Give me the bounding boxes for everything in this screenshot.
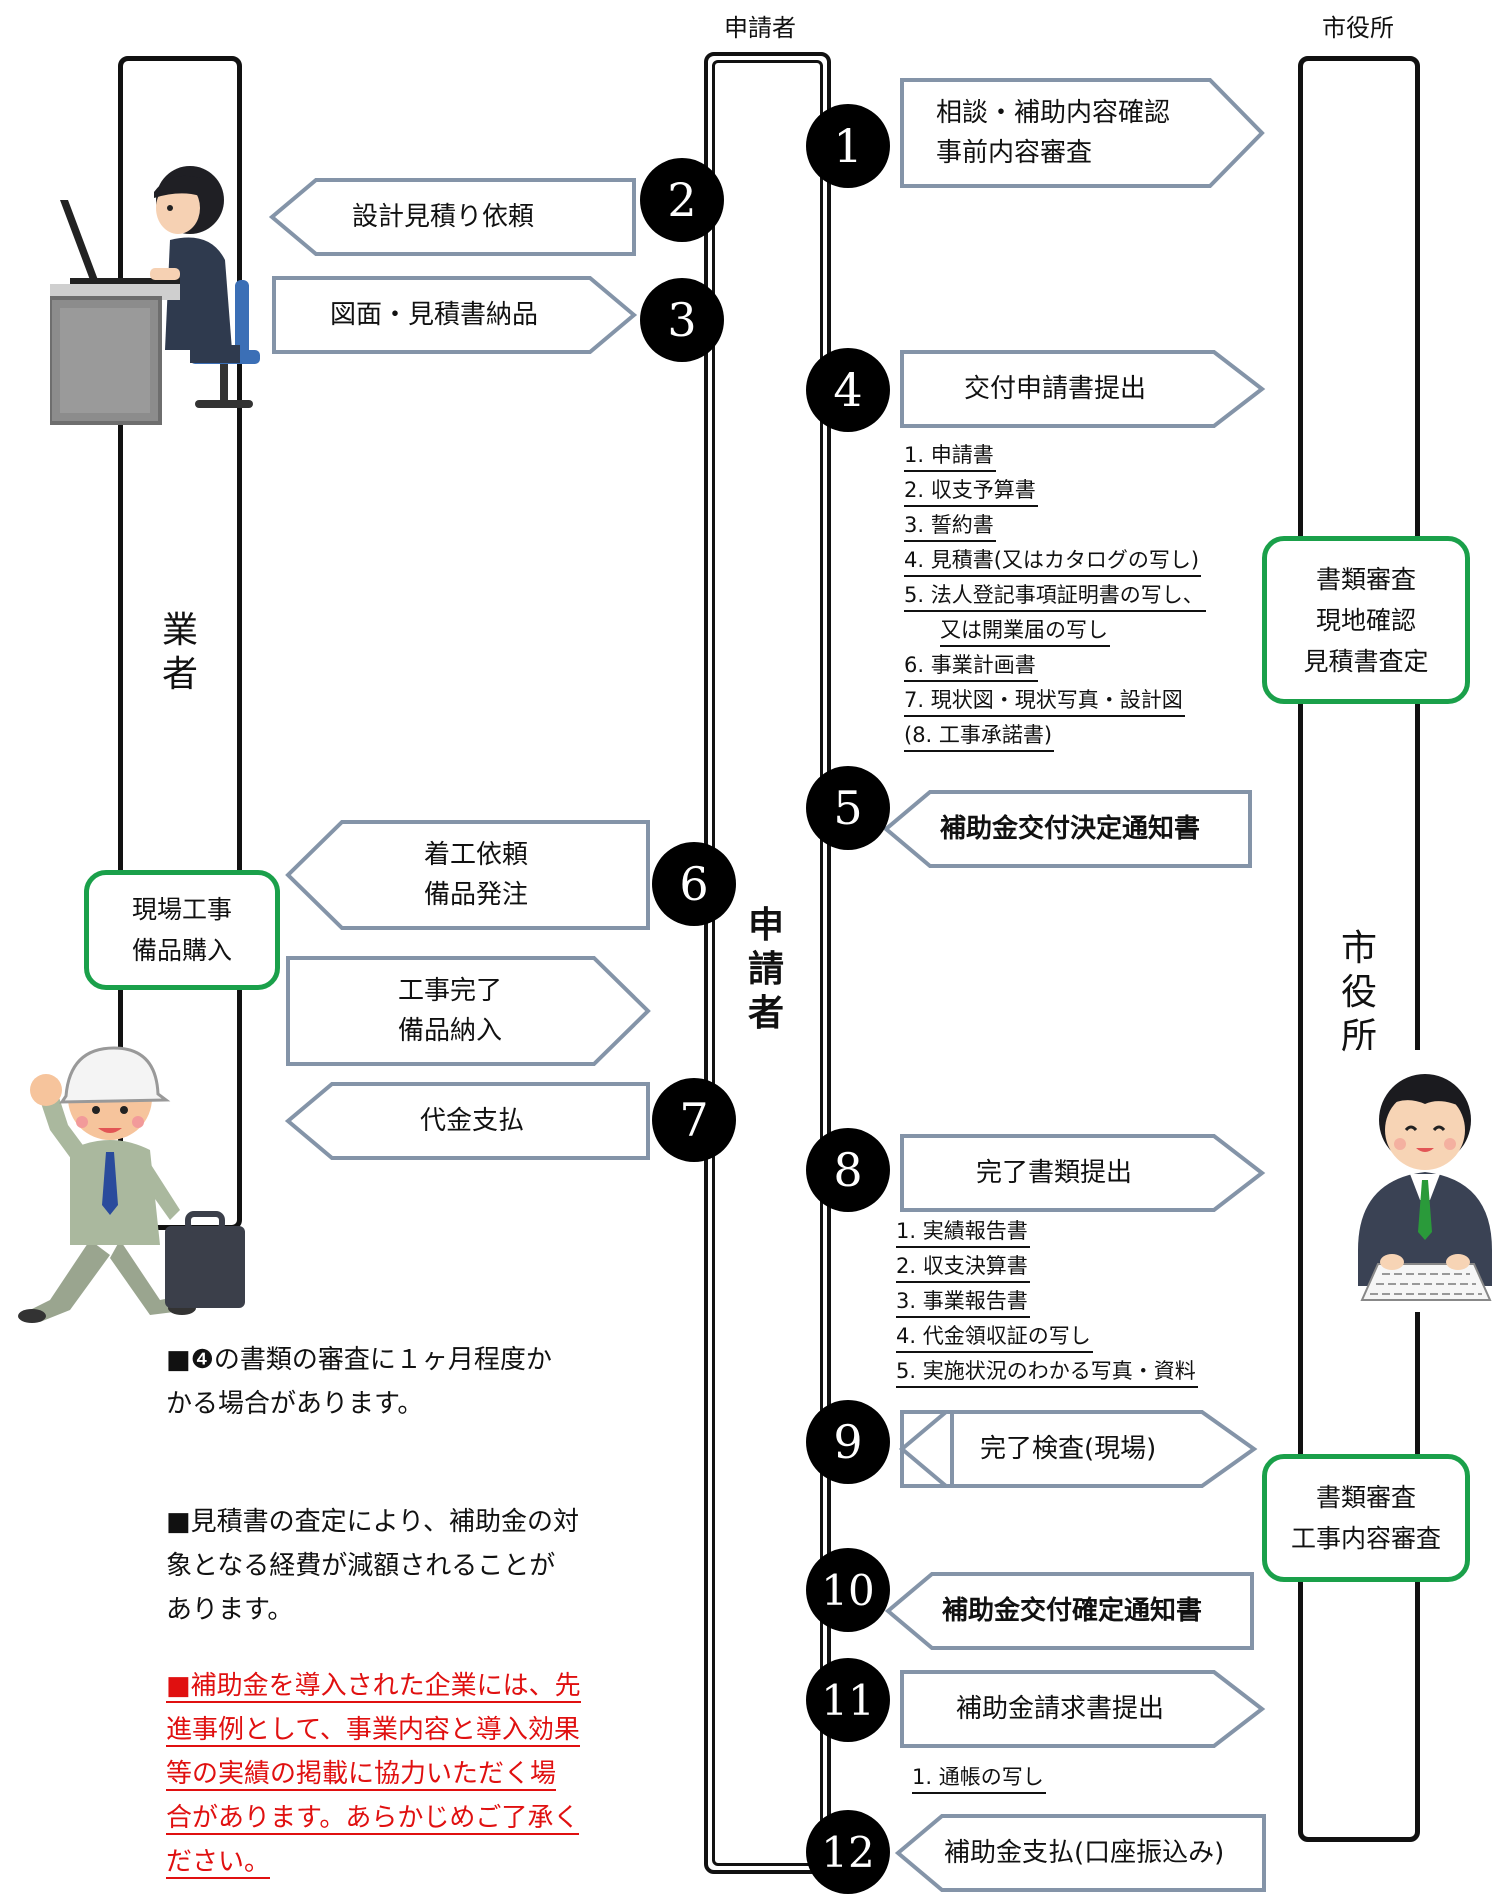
step-1-line-2: 事前内容審査 xyxy=(936,138,1093,168)
city-staff-icon xyxy=(1352,1050,1498,1312)
step-11-number: 11 xyxy=(806,1658,890,1742)
step-9-arrow: 完了検査(現場) xyxy=(900,1410,1258,1488)
city-review-line-3: 見積書査定 xyxy=(1303,646,1429,676)
step-9-line-1: 完了検査(現場) xyxy=(980,1434,1157,1464)
note-publication: ■補助金を導入された企業には、先 進事例として、事業内容と導入効果 等の実績の掲… xyxy=(166,1664,606,1884)
step-3-arrow: 図面・見積書納品 xyxy=(272,276,638,354)
vendor-lane-text: 業者 xyxy=(161,610,198,695)
step-5-number: 5 xyxy=(806,766,890,850)
step-5-arrow: 補助金交付決定通知書 xyxy=(882,790,1252,868)
step-7-number: 7 xyxy=(652,1078,736,1162)
vendor-work-box: 現場工事 備品購入 xyxy=(84,870,280,990)
step-1-arrow: 相談・補助内容確認事前内容審査 xyxy=(900,78,1265,188)
completion-arrow: 工事完了備品納入 xyxy=(286,956,651,1066)
note-estimate-reduction: ■見積書の査定により、補助金の対 象となる経費が減額されることが あります。 xyxy=(166,1500,606,1632)
list-item: 2. 収支決算書 xyxy=(896,1251,1030,1283)
note-2-line-2: 象となる経費が減額されることが xyxy=(166,1551,556,1581)
step-10-arrow: 補助金交付確定通知書 xyxy=(884,1572,1254,1650)
step-12-line-1: 補助金支払(口座振込み) xyxy=(944,1838,1225,1868)
completion-line-1: 工事完了 xyxy=(398,976,503,1006)
note-3-line-3: 等の実績の掲載に協力いただく場 xyxy=(166,1759,557,1791)
step-2-line-1: 設計見積り依頼 xyxy=(352,202,535,232)
step-11-line-1: 補助金請求書提出 xyxy=(956,1694,1165,1724)
list-item: 4. 代金領収証の写し xyxy=(896,1321,1093,1353)
completion-line-2: 備品納入 xyxy=(398,1016,503,1046)
applicant-column-header: 申請者 xyxy=(724,14,796,42)
step-6-arrow: 着工依頼備品発注 xyxy=(285,820,650,930)
vendor-work-line-2: 備品購入 xyxy=(131,936,232,965)
note-3-line-1: ■補助金を導入された企業には、先 xyxy=(166,1671,581,1703)
step-12-number: 12 xyxy=(806,1810,890,1894)
list-item: 5. 実施状況のわかる写真・資料 xyxy=(896,1356,1198,1388)
list-item: 1. 実績報告書 xyxy=(896,1216,1030,1248)
list-item: 6. 事業計画書 xyxy=(904,650,1038,682)
step-6-line-1: 着工依頼 xyxy=(424,840,529,870)
list-item: 7. 現状図・現状写真・設計図 xyxy=(904,685,1185,717)
step-11-arrow: 補助金請求書提出 xyxy=(900,1670,1266,1748)
list-item: 1. 通帳の写し xyxy=(912,1762,1046,1794)
worker-running-icon xyxy=(18,1046,245,1323)
step-7-arrow: 代金支払 xyxy=(284,1082,650,1160)
list-item: 2. 収支予算書 xyxy=(904,475,1038,507)
vendor-lane-label: 業者 xyxy=(158,609,202,697)
city-lane-label: 市役所 xyxy=(1337,927,1381,1059)
note-3-line-4: 合があります。あらかじめご了承く xyxy=(166,1803,580,1835)
step-9-number: 9 xyxy=(806,1400,890,1484)
step-1-line-1: 相談・補助内容確認 xyxy=(936,98,1171,128)
vendor-work-line-1: 現場工事 xyxy=(131,895,232,924)
note-2-line-3: あります。 xyxy=(166,1595,294,1625)
step-5-line-1: 補助金交付決定通知書 xyxy=(940,814,1201,844)
note-3-line-2: 進事例として、事業内容と導入効果 xyxy=(166,1715,580,1747)
step-6-line-2: 備品発注 xyxy=(424,880,529,910)
city-inspect-line-1: 書類審査 xyxy=(1315,1483,1416,1512)
step-4-number: 4 xyxy=(806,348,890,432)
step-3-line-1: 図面・見積書納品 xyxy=(330,300,539,330)
step-2-number: 2 xyxy=(640,158,724,242)
step-3-number: 3 xyxy=(640,278,724,362)
note-review-period: ■❹の書類の審査に１ヶ月程度か かる場合があります。 xyxy=(166,1338,606,1426)
note-1-line-2: かる場合があります。 xyxy=(166,1389,424,1419)
list-item: (8. 工事承諾書) xyxy=(904,720,1055,752)
step-4-line-1: 交付申請書提出 xyxy=(964,374,1147,404)
note-3-line-5: ださい。 xyxy=(166,1847,271,1879)
list-item: 3. 事業報告書 xyxy=(896,1286,1030,1318)
list-item: 3. 誓約書 xyxy=(904,510,996,542)
step-2-arrow: 設計見積り依頼 xyxy=(268,178,636,256)
step-1-number: 1 xyxy=(806,104,890,188)
office-worker-icon xyxy=(50,166,260,425)
step-8-line-1: 完了書類提出 xyxy=(976,1158,1133,1188)
step-8-number: 8 xyxy=(806,1128,890,1212)
step-4-arrow: 交付申請書提出 xyxy=(900,350,1266,428)
step-9-left-tip xyxy=(898,1410,954,1488)
step-12-arrow: 補助金支払(口座振込み) xyxy=(894,1814,1266,1892)
list-item: 5. 法人登記事項証明書の写し、 xyxy=(904,580,1206,612)
list-item: 4. 見積書(又はカタログの写し) xyxy=(904,545,1202,577)
step-10-line-1: 補助金交付確定通知書 xyxy=(942,1596,1203,1626)
step-6-number: 6 xyxy=(652,842,736,926)
note-2-line-1: ■見積書の査定により、補助金の対 xyxy=(166,1507,580,1537)
note-1-line-1: ■❹の書類の審査に１ヶ月程度か xyxy=(166,1345,552,1375)
list-item: 1. 申請書 xyxy=(904,440,996,472)
applicant-lane-text: 申請者 xyxy=(744,904,788,1036)
city-lane-text: 市役所 xyxy=(1340,928,1377,1057)
city-column-header: 市役所 xyxy=(1322,14,1394,42)
city-review-line-2: 現地確認 xyxy=(1315,605,1416,635)
city-review-line-1: 書類審査 xyxy=(1315,564,1416,594)
step-10-number: 10 xyxy=(806,1548,890,1632)
step-8-arrow: 完了書類提出 xyxy=(900,1134,1266,1212)
city-review-box: 書類審査 現地確認 見積書査定 xyxy=(1262,536,1470,704)
list-item: 又は開業届の写し xyxy=(940,615,1110,647)
city-inspect-line-2: 工事内容審査 xyxy=(1290,1524,1441,1553)
applicant-lane-label: 申請者 xyxy=(744,904,788,1036)
city-inspect-box: 書類審査 工事内容審査 xyxy=(1262,1454,1470,1582)
step-7-line-1: 代金支払 xyxy=(420,1106,525,1136)
